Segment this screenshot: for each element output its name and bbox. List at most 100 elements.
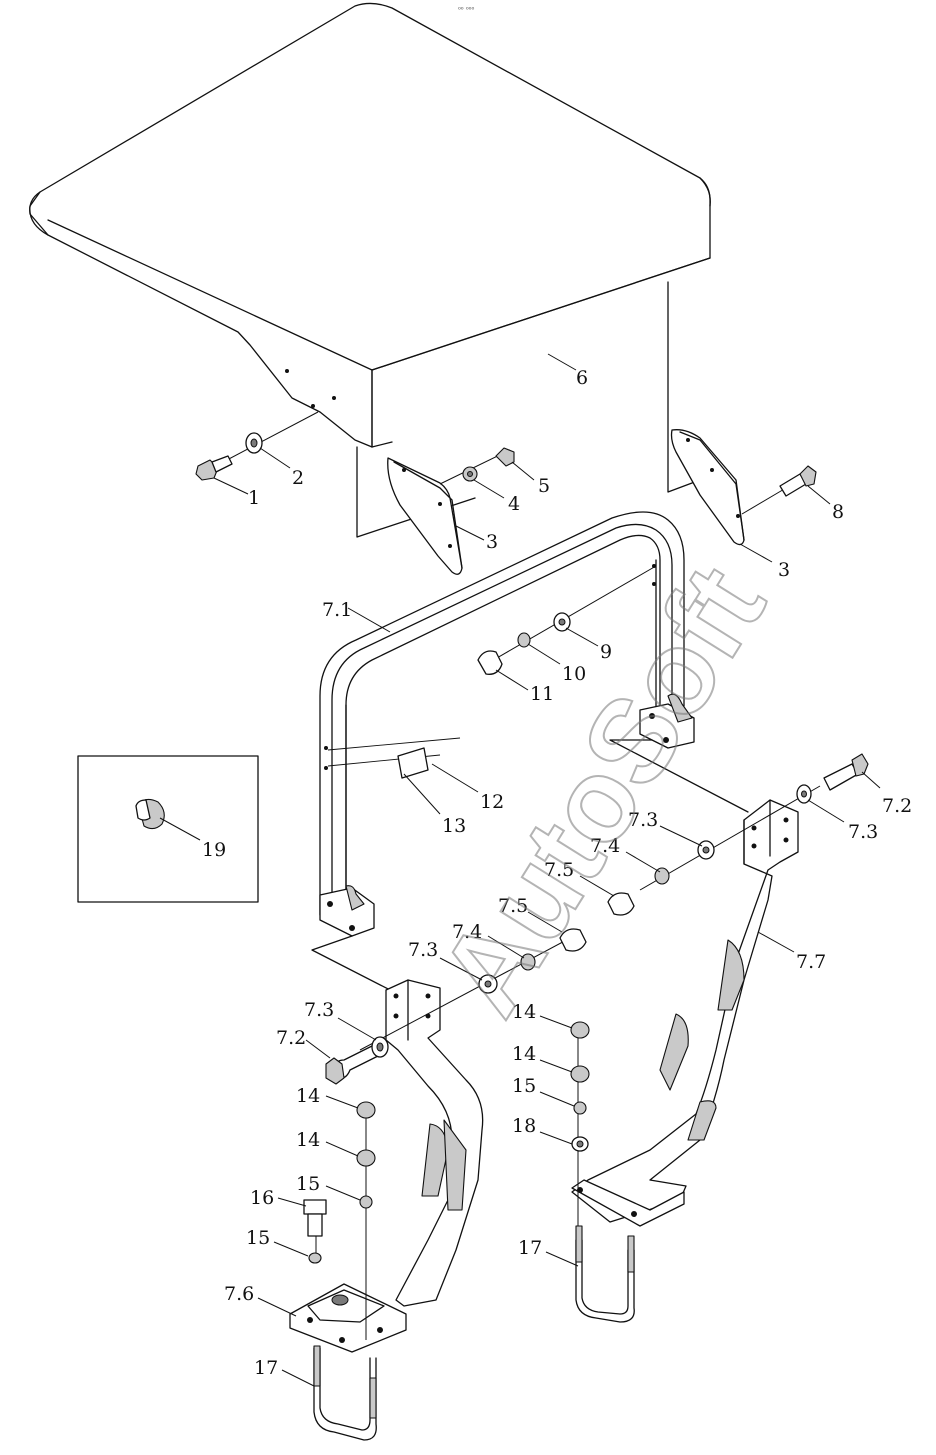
label-7-6: 7.6 — [224, 1283, 254, 1305]
label-3-left: 3 — [486, 531, 498, 553]
corner-mark: ⁰⁰ ⁰⁰⁰ — [458, 6, 474, 14]
callout-7-5-left: 7.5 — [498, 895, 563, 933]
callout-14-right-1: 14 — [512, 1001, 573, 1029]
callout-15-left-2: 15 — [246, 1227, 309, 1257]
callout-6: 6 — [547, 353, 588, 389]
callout-18: 18 — [512, 1115, 573, 1145]
callout-14-left-1: 14 — [296, 1085, 359, 1109]
right-leg-support — [571, 799, 799, 1227]
callout-7-3-left-inner: 7.3 — [304, 999, 377, 1041]
fastener-9-10-11 — [477, 565, 657, 675]
label-5: 5 — [538, 475, 550, 497]
label-3-right: 3 — [778, 559, 790, 581]
label-15-right: 15 — [512, 1075, 536, 1097]
label-15-left-1: 15 — [296, 1173, 320, 1195]
label-14-left-1: 14 — [296, 1085, 320, 1107]
right-stack-14-14-15-18 — [570, 1021, 590, 1240]
label-6: 6 — [576, 367, 588, 389]
callout-7-4-right: 7.4 — [590, 835, 661, 873]
bolt-1 — [195, 411, 319, 481]
callout-2: 2 — [259, 447, 304, 489]
callout-14-left-2: 14 — [296, 1129, 359, 1157]
left-stack-14-14-15 — [356, 1101, 376, 1340]
label-13: 13 — [442, 815, 466, 837]
label-10: 10 — [562, 663, 586, 685]
label-4: 4 — [508, 493, 520, 515]
callout-13: 13 — [403, 773, 466, 837]
label-12: 12 — [480, 791, 504, 813]
label-7-5-left: 7.5 — [498, 895, 528, 917]
callout-5: 5 — [511, 461, 550, 497]
washer-2 — [245, 432, 263, 454]
label-15-left-2: 15 — [246, 1227, 270, 1249]
right-u-bolt-17 — [575, 1225, 635, 1323]
label-11: 11 — [530, 683, 554, 705]
label-7-4-right: 7.4 — [590, 835, 620, 857]
label-1: 1 — [248, 487, 260, 509]
label-7-1: 7.1 — [322, 599, 352, 621]
roll-bar-frame — [319, 511, 695, 937]
callout-3-left: 3 — [455, 525, 498, 553]
right-leg-fasteners — [607, 753, 869, 916]
callout-19: 19 — [159, 817, 226, 861]
label-14-left-2: 14 — [296, 1129, 320, 1151]
callout-17-left: 17 — [254, 1357, 315, 1387]
callout-7-3-right-inner: 7.3 — [628, 809, 703, 847]
left-leg-fasteners — [325, 928, 587, 1085]
projection-line — [311, 935, 397, 994]
bolt-8 — [741, 465, 817, 515]
label-7-2-left: 7.2 — [276, 1027, 306, 1049]
callout-15-right: 15 — [512, 1075, 575, 1107]
label-14-right-1: 14 — [512, 1001, 536, 1023]
left-mount-bracket — [387, 457, 463, 575]
fastener-12-13 — [327, 737, 461, 779]
callout-3-right: 3 — [739, 543, 790, 581]
callout-7-2-right: 7.2 — [861, 771, 912, 817]
callout-15-left-1: 15 — [296, 1173, 361, 1201]
callout-10: 10 — [527, 643, 586, 685]
label-19: 19 — [202, 839, 226, 861]
callout-7-7: 7.7 — [757, 931, 826, 973]
label-7-3-right-inner: 7.3 — [628, 809, 658, 831]
callout-7-3-right-outer: 7.3 — [807, 799, 878, 843]
callout-7-5-right: 7.5 — [544, 859, 615, 897]
projection-line — [667, 281, 701, 493]
callout-7-4-left: 7.4 — [452, 921, 525, 959]
label-8: 8 — [832, 501, 844, 523]
callout-7-2-left: 7.2 — [276, 1027, 331, 1059]
label-2: 2 — [292, 467, 304, 489]
callout-4: 4 — [473, 479, 520, 515]
label-7-5-right: 7.5 — [544, 859, 574, 881]
canopy-roof — [29, 2, 711, 448]
label-7-3-left-inner: 7.3 — [304, 999, 334, 1021]
callout-9: 9 — [565, 627, 612, 663]
left-u-bolt-17 — [313, 1345, 377, 1441]
nut-5 — [495, 447, 515, 467]
callout-11: 11 — [495, 669, 554, 705]
label-14-right-2: 14 — [512, 1043, 536, 1065]
callout-14-right-2: 14 — [512, 1043, 573, 1073]
label-16: 16 — [250, 1187, 274, 1209]
callout-8: 8 — [807, 485, 844, 523]
callout-1: 1 — [213, 477, 260, 509]
label-18: 18 — [512, 1115, 536, 1137]
label-7-2-right: 7.2 — [882, 795, 912, 817]
callout-7-6: 7.6 — [224, 1283, 297, 1317]
inset-part-19 — [77, 755, 259, 903]
bolt-16 — [303, 1199, 327, 1264]
callout-7-1: 7.1 — [322, 599, 391, 633]
label-17-left: 17 — [254, 1357, 278, 1379]
projection-line — [609, 739, 749, 813]
label-7-3-left-outer: 7.3 — [408, 939, 438, 961]
callout-7-3-left-outer: 7.3 — [408, 939, 483, 981]
callout-12: 12 — [431, 763, 504, 813]
label-9: 9 — [600, 641, 612, 663]
left-leg-support — [289, 979, 484, 1353]
label-17-right: 17 — [518, 1237, 542, 1259]
callout-16: 16 — [250, 1187, 307, 1209]
label-7-7: 7.7 — [796, 951, 826, 973]
label-7-4-left: 7.4 — [452, 921, 482, 943]
label-7-3-right-outer: 7.3 — [848, 821, 878, 843]
